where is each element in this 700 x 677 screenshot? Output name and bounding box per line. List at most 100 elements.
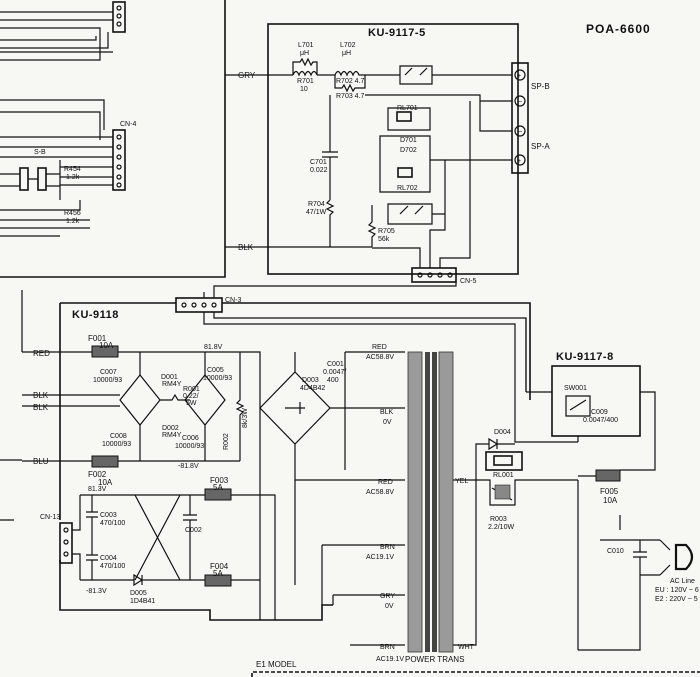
- sw001-label: SW001: [564, 385, 587, 392]
- d002-value: RM4Y: [162, 432, 182, 439]
- v813-label: 81.3V: [88, 486, 107, 493]
- f004-label: F004: [210, 562, 229, 571]
- r001-value: 0.22/: [183, 393, 199, 400]
- r002-label: R002: [223, 433, 230, 450]
- d004-label: D004: [494, 429, 511, 436]
- tr-brn2: BRN: [380, 644, 395, 651]
- vm813-label: -81.3V: [86, 588, 107, 595]
- cn4-label: CN-4: [120, 121, 136, 128]
- d003-value: 4D4B42: [300, 385, 325, 392]
- sb-label: S-B: [34, 149, 46, 156]
- f003-value: 5A: [213, 483, 223, 492]
- r703-label: R703 4.7: [336, 93, 365, 100]
- tr-red2: RED: [378, 479, 393, 486]
- rl001-label: RL001: [493, 472, 514, 479]
- cn5-label: CN-5: [460, 278, 476, 285]
- r701-value: 10: [300, 86, 308, 93]
- blu-wire-label: BLU: [33, 457, 49, 466]
- cn13-label: CN-13: [40, 514, 60, 521]
- mains-board-outline: [551, 365, 641, 437]
- r705-label: R705: [378, 228, 395, 235]
- tr-gry: GRY: [380, 593, 395, 600]
- spa-label: SP-A: [531, 142, 550, 151]
- r454-value: 1.2k: [66, 174, 80, 181]
- d003-label: D003: [302, 377, 319, 384]
- tr-title: POWER TRANS: [405, 655, 464, 664]
- c006-value: 10000/93: [175, 443, 204, 450]
- v818-label: 81.8V: [204, 344, 223, 351]
- f005-label: F005: [600, 487, 619, 496]
- tr-brn1: BRN: [380, 544, 395, 551]
- c009-label: C009: [591, 409, 608, 416]
- model-title: POA-6600: [586, 22, 651, 36]
- f003-label: F003: [210, 476, 229, 485]
- f005-value: 10A: [603, 496, 618, 505]
- r002-value: 8k/3W: [242, 408, 249, 428]
- c003-label: C003: [100, 512, 117, 519]
- blk1-wire-label: BLK: [33, 391, 49, 400]
- c001-label: C001: [327, 361, 344, 368]
- c005-label: C005: [207, 367, 224, 374]
- speaker-board-outline: [267, 23, 519, 275]
- vm818-label: -81.8V: [178, 463, 199, 470]
- cn4-connector: [112, 129, 126, 191]
- c009-value: 0.0047/400: [583, 417, 618, 424]
- svg-text:+: +: [517, 73, 521, 80]
- left-board-fragment: CN-4 S-B R454 1.2k R456 1.2k: [0, 0, 226, 278]
- r001-label: R001: [183, 386, 200, 393]
- d005-label: D005: [130, 590, 147, 597]
- l702-unit: μH: [342, 50, 351, 57]
- mains-board-title: KU-9117-8: [556, 351, 614, 363]
- speaker-board: KU-9117-5 GRY L701 μH L702 μH R701 10 R7…: [225, 23, 550, 285]
- tr-ac191-1: AC19.1V: [366, 554, 394, 561]
- eu-label: EU : 120V ~ 6: [655, 587, 699, 594]
- l702-label: L702: [340, 42, 356, 49]
- d702-label: D702: [400, 147, 417, 154]
- d002-label: D002: [162, 425, 179, 432]
- rl701-label: RL701: [397, 105, 418, 112]
- c701-value: 0.022: [310, 167, 328, 174]
- spb-label: SP-B: [531, 82, 550, 91]
- c005-value: 10000/93: [203, 375, 232, 382]
- c701-label: C701: [310, 159, 327, 166]
- tr-yel: YEL: [455, 478, 468, 485]
- d001-value: RM4Y: [162, 381, 182, 388]
- r701-label: R701: [297, 78, 314, 85]
- gry-wire-label: GRY: [238, 71, 256, 80]
- f005-fuse: [595, 469, 621, 482]
- c007-value: 10000/93: [93, 377, 122, 384]
- rl702-label: RL702: [397, 185, 418, 192]
- cn13-connector: [59, 522, 73, 564]
- psu-board-title: KU-9118: [72, 309, 119, 321]
- c010-label: C010: [607, 548, 624, 555]
- r702-label: R702 4.7: [336, 78, 365, 85]
- svg-text:−: −: [518, 99, 522, 106]
- f002-value: 10A: [98, 478, 113, 487]
- tr-ac588-2: AC58.8V: [366, 489, 394, 496]
- acline-label: AC Line: [670, 578, 695, 585]
- blk-wire-label: BLK: [238, 243, 254, 252]
- r456-label: R456: [64, 210, 81, 217]
- f001-value: 10A: [99, 341, 114, 350]
- tr-ov1: 0V: [383, 419, 392, 426]
- c004-value: 470/100: [100, 563, 125, 570]
- tr-red1: RED: [372, 344, 387, 351]
- r704-value: 47/1W: [306, 209, 327, 216]
- l701-unit: μH: [300, 50, 309, 57]
- d701-label: D701: [400, 137, 417, 144]
- svg-text:−: −: [518, 129, 522, 136]
- d005-value: 1D4B41: [130, 598, 155, 605]
- d001-label: D001: [161, 374, 178, 381]
- speaker-board-title: KU-9117-5: [368, 27, 426, 39]
- c001-value: 0.0047/: [323, 369, 346, 376]
- c004-label: C004: [100, 555, 117, 562]
- r704-label: R704: [308, 201, 325, 208]
- c003-value: 470/100: [100, 520, 125, 527]
- l701-label: L701: [298, 42, 314, 49]
- svg-text:+: +: [517, 158, 521, 165]
- c006-label: C006: [182, 435, 199, 442]
- red-wire-label: RED: [33, 349, 50, 358]
- f002-label: F002: [88, 470, 107, 479]
- tr-ac588-1: AC58.8V: [366, 354, 394, 361]
